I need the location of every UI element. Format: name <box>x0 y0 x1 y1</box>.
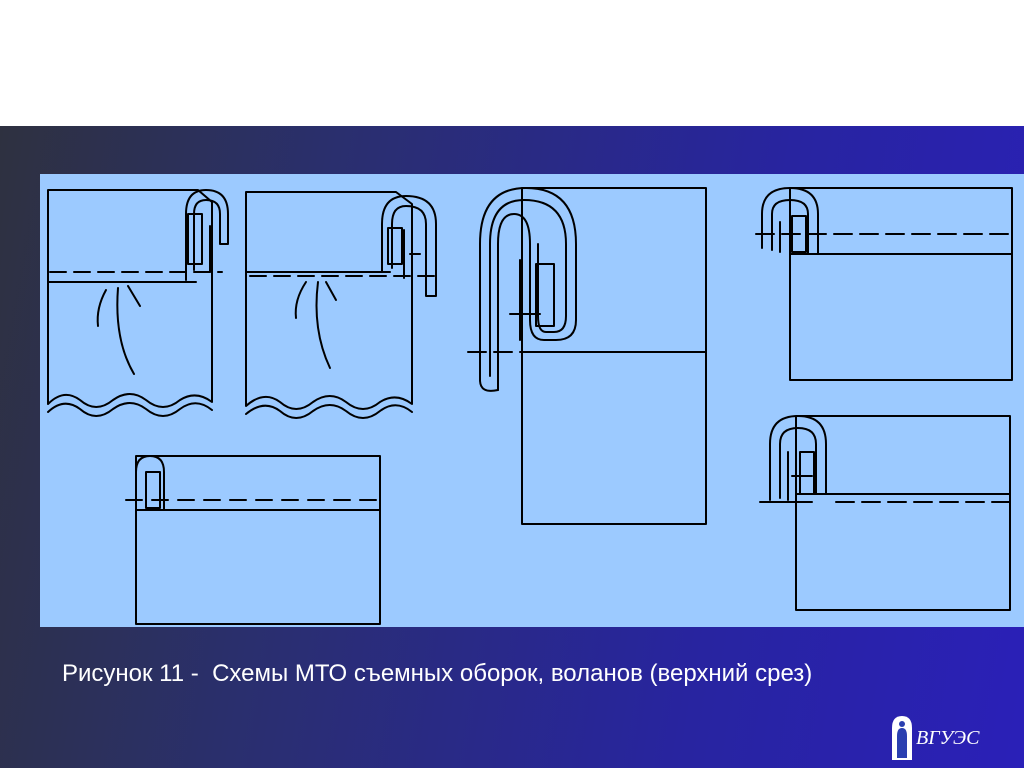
figure-caption: Рисунок 11 - Схемы МТО съемных оборок, в… <box>62 660 813 687</box>
diagram-large-fold-seam <box>467 187 707 525</box>
diagram-top-fold-right-2 <box>759 415 1011 611</box>
diagram-ruffle-wavy-hem-1 <box>47 189 229 417</box>
diagram-ruffle-wavy-hem-2 <box>245 191 441 419</box>
university-figure-icon <box>892 716 912 760</box>
diagram-bottom-fold-left <box>125 455 381 625</box>
logo-text: ВГУЭС <box>916 727 980 749</box>
diagram-panel <box>40 174 1024 627</box>
seam-schematics <box>47 187 1013 625</box>
diagram-top-fold-right-1 <box>755 187 1013 381</box>
